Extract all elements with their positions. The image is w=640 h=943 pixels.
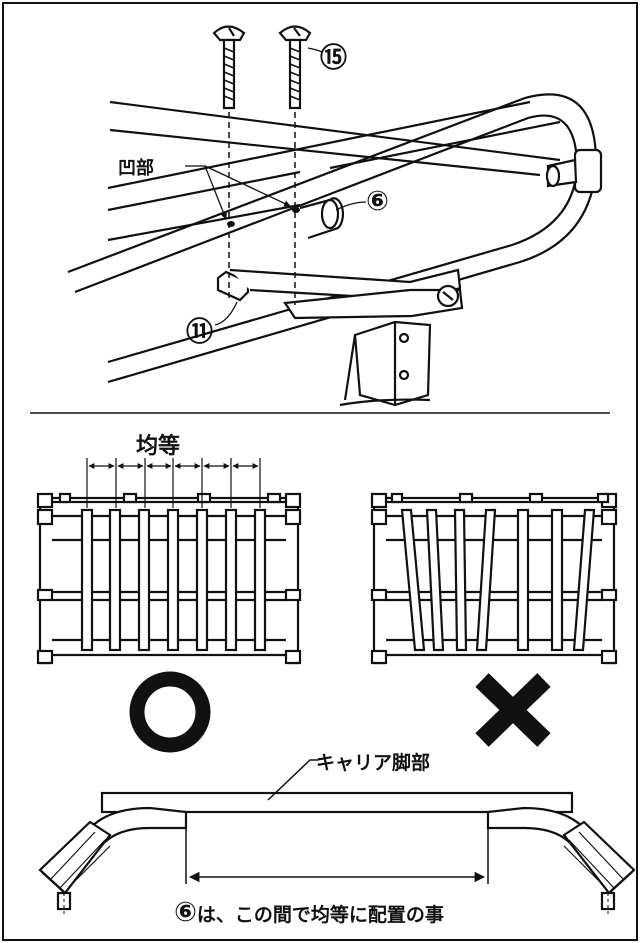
wrong-x-mark	[475, 673, 551, 747]
instruction-callout-6: ⑥	[174, 897, 197, 928]
carrier-rack-illustration	[67, 25, 603, 407]
recess-label: 凹部	[118, 158, 154, 179]
correct-circle-mark	[129, 671, 211, 753]
recess-hole-right	[292, 207, 300, 213]
rack-uneven-spacing	[370, 492, 618, 665]
leg-span-dimension	[185, 759, 489, 884]
recess-hole-left	[227, 221, 235, 227]
carrier-leg-label: キャリア脚部	[316, 752, 431, 774]
instruction-text: は、この間で均等に配置の事	[196, 904, 444, 926]
spacing-dimension	[86, 458, 261, 508]
even-spacing-label: 均等	[136, 434, 181, 459]
carrier-leg-illustration	[38, 791, 636, 915]
callout-screw-15: ⑮	[320, 43, 347, 74]
leader-lines	[185, 47, 367, 326]
rack-even-spacing	[36, 492, 302, 665]
callout-bracket-11: ⑪	[186, 317, 213, 348]
callout-tube-6: ⑥	[366, 186, 389, 217]
leg-instruction: ⑥は、この間で均等に配置の事	[174, 897, 444, 928]
